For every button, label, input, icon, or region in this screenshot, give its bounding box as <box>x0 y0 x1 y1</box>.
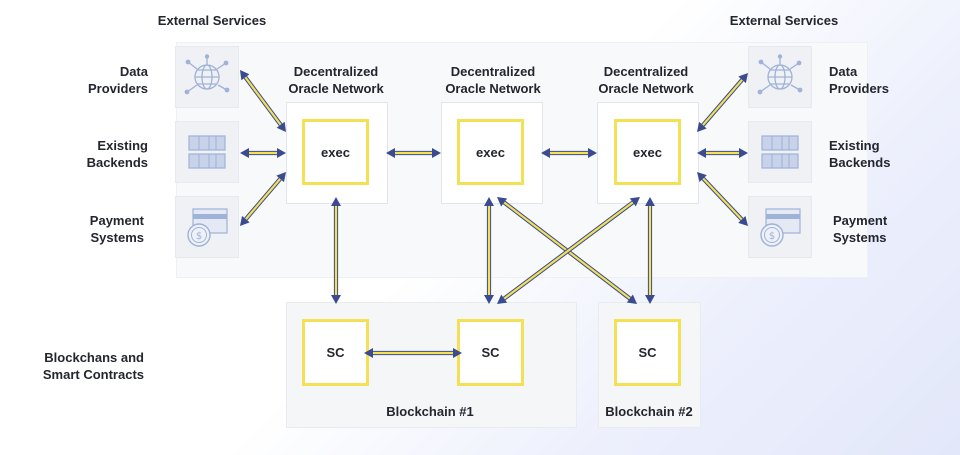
arrow-exec1-blockchain1 <box>331 197 341 304</box>
data-providers-tile-right <box>748 46 812 108</box>
existing-backends-tile-left <box>175 121 239 183</box>
external-services-title-left: External Services <box>157 13 267 28</box>
arrow-payment-right <box>697 172 748 226</box>
payment-systems-tile-left: $ <box>175 196 239 258</box>
exec-box-3: exec <box>614 119 681 185</box>
external-services-title-right: External Services <box>729 13 839 28</box>
server-rack-icon <box>188 135 226 169</box>
blockchain-1-label: Blockchain #1 <box>386 404 474 419</box>
arrow-payment-left <box>240 172 286 226</box>
svg-text:$: $ <box>769 231 775 242</box>
network-globe-icon <box>757 54 803 95</box>
smart-contract-box-1a: SC <box>302 319 369 386</box>
arrow-exec3-blockchain2 <box>645 197 655 304</box>
server-rack-icon <box>761 135 799 169</box>
arrow-exec3-sc1b <box>497 197 640 304</box>
data-providers-tile-left <box>175 46 239 108</box>
smart-contract-box-1b: SC <box>457 319 524 386</box>
exec-box-1: exec <box>302 119 369 185</box>
blockchain-2-label: Blockchain #2 <box>605 404 693 419</box>
svg-text:$: $ <box>196 231 202 242</box>
payment-systems-tile-right: $ <box>748 196 812 258</box>
arrow-backends-left <box>240 148 286 158</box>
arrow-exec2-sc1b <box>484 197 494 304</box>
existing-backends-tile-right <box>748 121 812 183</box>
arrow-sc1a-sc1b <box>364 348 462 358</box>
arrow-exec2-exec3 <box>541 148 597 158</box>
exec-box-2: exec <box>457 119 524 185</box>
arrow-data-providers-right <box>697 73 748 132</box>
payment-card-coin-icon: $ <box>187 208 228 247</box>
smart-contract-box-2: SC <box>614 319 681 386</box>
arrow-backends-right <box>697 148 748 158</box>
payment-card-coin-icon: $ <box>760 208 801 247</box>
network-globe-icon <box>184 54 230 95</box>
arrow-data-providers-left <box>240 70 286 132</box>
arrow-exec1-exec2 <box>386 148 441 158</box>
